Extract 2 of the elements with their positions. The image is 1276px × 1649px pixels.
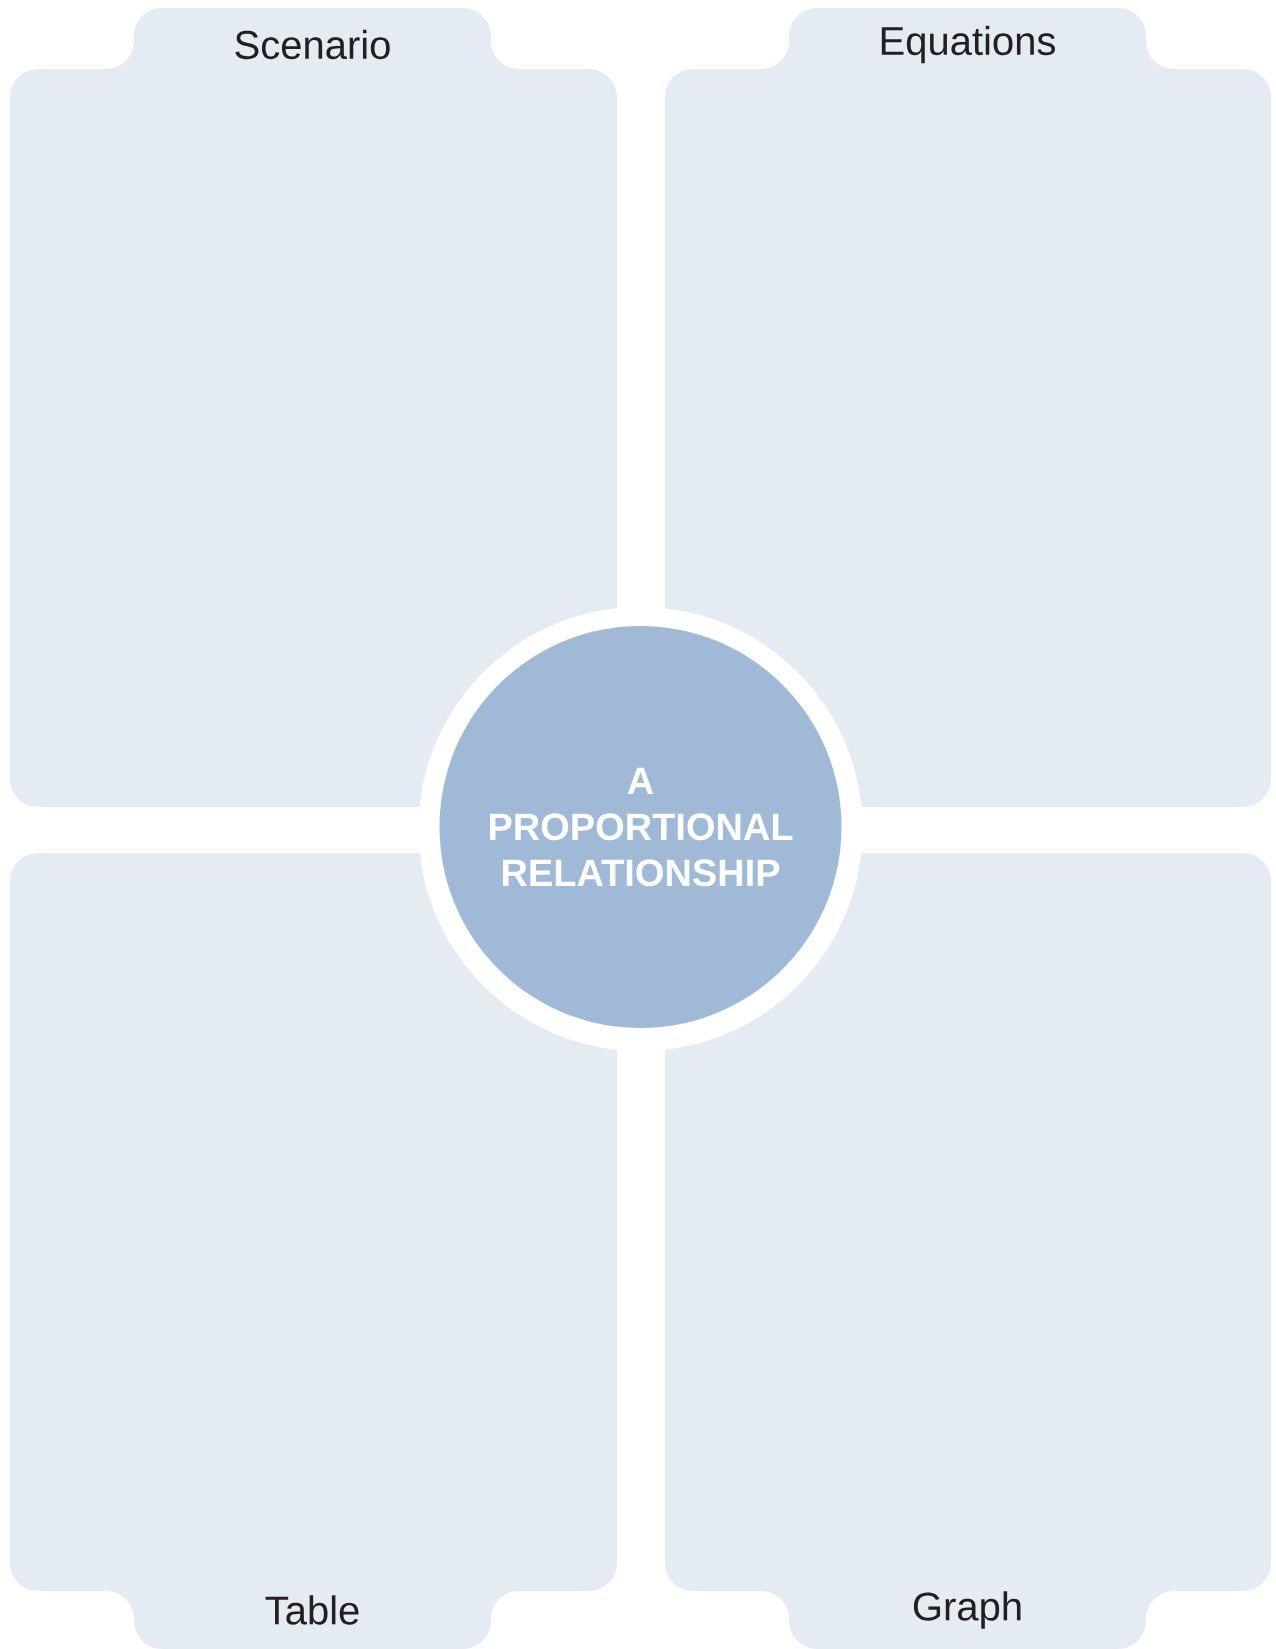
panel: Equations [665, 8, 1271, 807]
panel: Scenario [10, 8, 617, 807]
